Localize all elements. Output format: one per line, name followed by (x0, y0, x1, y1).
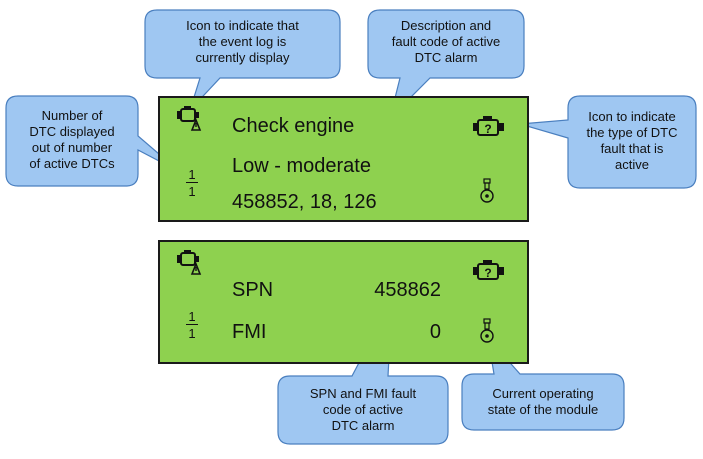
callout-event-log-text: Icon to indicate that the event log is c… (145, 18, 340, 66)
dtc-counter-divider (186, 182, 198, 183)
event-log-icon (174, 106, 204, 132)
callout-line: Description and (400, 18, 492, 33)
event-log-icon (174, 250, 204, 276)
callout-line: code of active (322, 402, 404, 417)
callout-line: state of the module (487, 402, 599, 417)
fmi-value: 0 (429, 321, 441, 343)
dtc-counter-total: 1 (188, 184, 196, 199)
fault-description: Check engine (232, 115, 355, 137)
dtc-counter: 1 1 (186, 310, 198, 340)
callout-line: the type of DTC (586, 125, 678, 140)
callout-line: currently display (195, 50, 290, 65)
callout-dtc-type-text: Icon to indicate the type of DTC fault t… (568, 109, 696, 173)
dtc-counter-current: 1 (188, 309, 196, 324)
dtc-counter-divider (186, 324, 198, 325)
callout-line: Current operating (492, 386, 594, 401)
callout-dtc-type-bubble (519, 95, 697, 189)
svg-text:?: ? (484, 122, 491, 136)
spn-fmi-screen: SPN 458862 FMI 0 1 1 ? (158, 240, 529, 364)
svg-text:?: ? (484, 266, 491, 280)
callout-line: the event log is (198, 34, 287, 49)
fmi-label: FMI (232, 321, 267, 343)
fault-severity: Low - moderate (232, 155, 371, 177)
callout-line: fault code of active (391, 34, 501, 49)
callout-operating-state-text: Current operating state of the module (462, 386, 624, 418)
dtc-description-screen: Check engine Low - moderate 458852, 18, … (158, 96, 529, 222)
callout-line: active (615, 157, 649, 172)
callout-spn-fmi-bubble (277, 299, 449, 445)
callout-line: DTC displayed (29, 124, 115, 139)
fault-code: 458852, 18, 126 (232, 191, 377, 213)
callout-line: SPN and FMI fault (309, 386, 417, 401)
engine-fault-icon: ? (472, 116, 506, 138)
dtc-counter-total: 1 (188, 326, 196, 341)
dtc-counter: 1 1 (186, 168, 198, 198)
callout-line: DTC alarm (331, 418, 395, 433)
callout-event-log-bubble (144, 9, 341, 111)
callout-line: Number of (41, 108, 103, 123)
spn-value: 458862 (374, 279, 441, 301)
callout-line: Icon to indicate (588, 109, 676, 124)
callout-dtc-count-bubble (5, 95, 181, 187)
dtc-counter-current: 1 (188, 167, 196, 182)
callout-line: DTC alarm (414, 50, 478, 65)
spn-label: SPN (232, 279, 274, 301)
callout-line: Icon to indicate that (186, 18, 299, 33)
module-state-icon (478, 178, 496, 204)
callout-line: out of number (31, 140, 113, 155)
module-state-icon (478, 318, 496, 344)
engine-fault-icon: ? (472, 260, 506, 282)
callout-line: fault that is (600, 141, 664, 156)
callout-dtc-count-text: Number of DTC displayed out of number of… (6, 108, 138, 172)
callout-line: of active DTCs (29, 156, 115, 171)
callout-spn-fmi-text: SPN and FMI fault code of active DTC ala… (278, 386, 448, 434)
callout-description-text: Description and fault code of active DTC… (368, 18, 524, 66)
